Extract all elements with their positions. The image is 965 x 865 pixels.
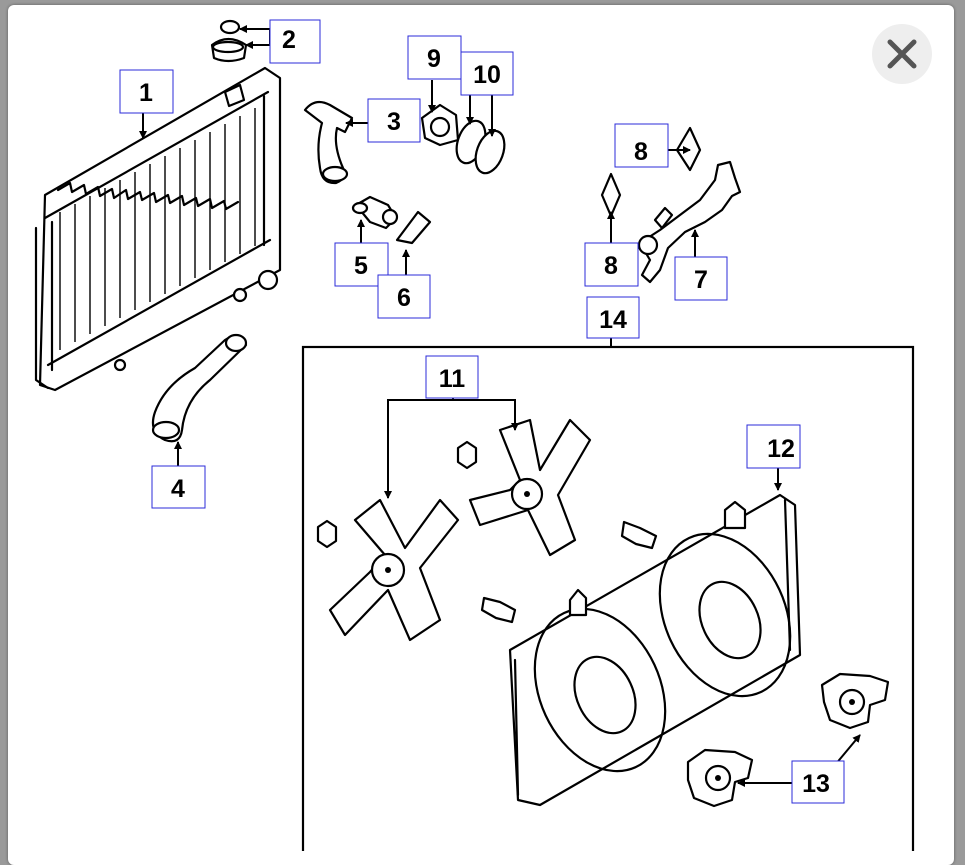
fan-blade-right-drawing — [468, 418, 592, 557]
callout-8-bottom: 8 — [584, 242, 639, 287]
svg-text:3: 3 — [387, 108, 401, 136]
callout-3: 3 — [367, 98, 421, 143]
callout-4: 4 — [151, 465, 206, 509]
svg-text:8: 8 — [634, 138, 648, 166]
lower-hose-drawing — [151, 333, 248, 443]
svg-text:2: 2 — [282, 26, 296, 54]
svg-text:9: 9 — [427, 45, 441, 73]
callout-9: 9 — [407, 35, 462, 80]
callout-12: 12 — [746, 424, 801, 469]
upper-hose-drawing — [303, 100, 354, 185]
callout-14: 14 — [586, 296, 640, 339]
svg-text:7: 7 — [694, 266, 708, 294]
close-button[interactable] — [872, 24, 932, 84]
svg-text:6: 6 — [397, 284, 411, 312]
callout-11: 11 — [425, 355, 479, 399]
hardware-drawing — [316, 440, 658, 624]
svg-text:13: 13 — [802, 770, 830, 798]
svg-text:4: 4 — [171, 475, 185, 503]
callout-7: 7 — [674, 256, 728, 301]
svg-text:10: 10 — [473, 61, 501, 89]
svg-text:5: 5 — [354, 252, 368, 280]
svg-text:11: 11 — [439, 365, 466, 393]
sensor-gasket-drawing — [351, 195, 432, 245]
callout-8-top: 8 — [614, 123, 669, 168]
fan-assembly-box — [301, 345, 915, 851]
fan-blade-left-drawing — [328, 498, 460, 642]
svg-text:12: 12 — [767, 435, 795, 463]
callout-6: 6 — [377, 274, 431, 319]
fan-shroud-drawing — [508, 493, 802, 807]
callout-13: 13 — [791, 760, 845, 804]
image-viewer-dialog: 1 2 3 9 10 8 8 7 — [8, 5, 954, 865]
close-icon — [887, 39, 917, 69]
svg-text:14: 14 — [599, 306, 627, 334]
callout-10: 10 — [460, 51, 514, 96]
callout-2: 2 — [269, 19, 321, 64]
radiator-drawing — [34, 66, 282, 392]
svg-text:1: 1 — [139, 79, 153, 107]
svg-text:8: 8 — [604, 252, 618, 280]
fan-motor-drawing — [686, 672, 890, 808]
callout-1: 1 — [119, 69, 174, 114]
thermostat-housing-drawing — [420, 103, 506, 175]
exploded-parts-diagram: 1 2 3 9 10 8 8 7 — [34, 19, 915, 851]
radiator-cap-drawing — [210, 19, 248, 63]
